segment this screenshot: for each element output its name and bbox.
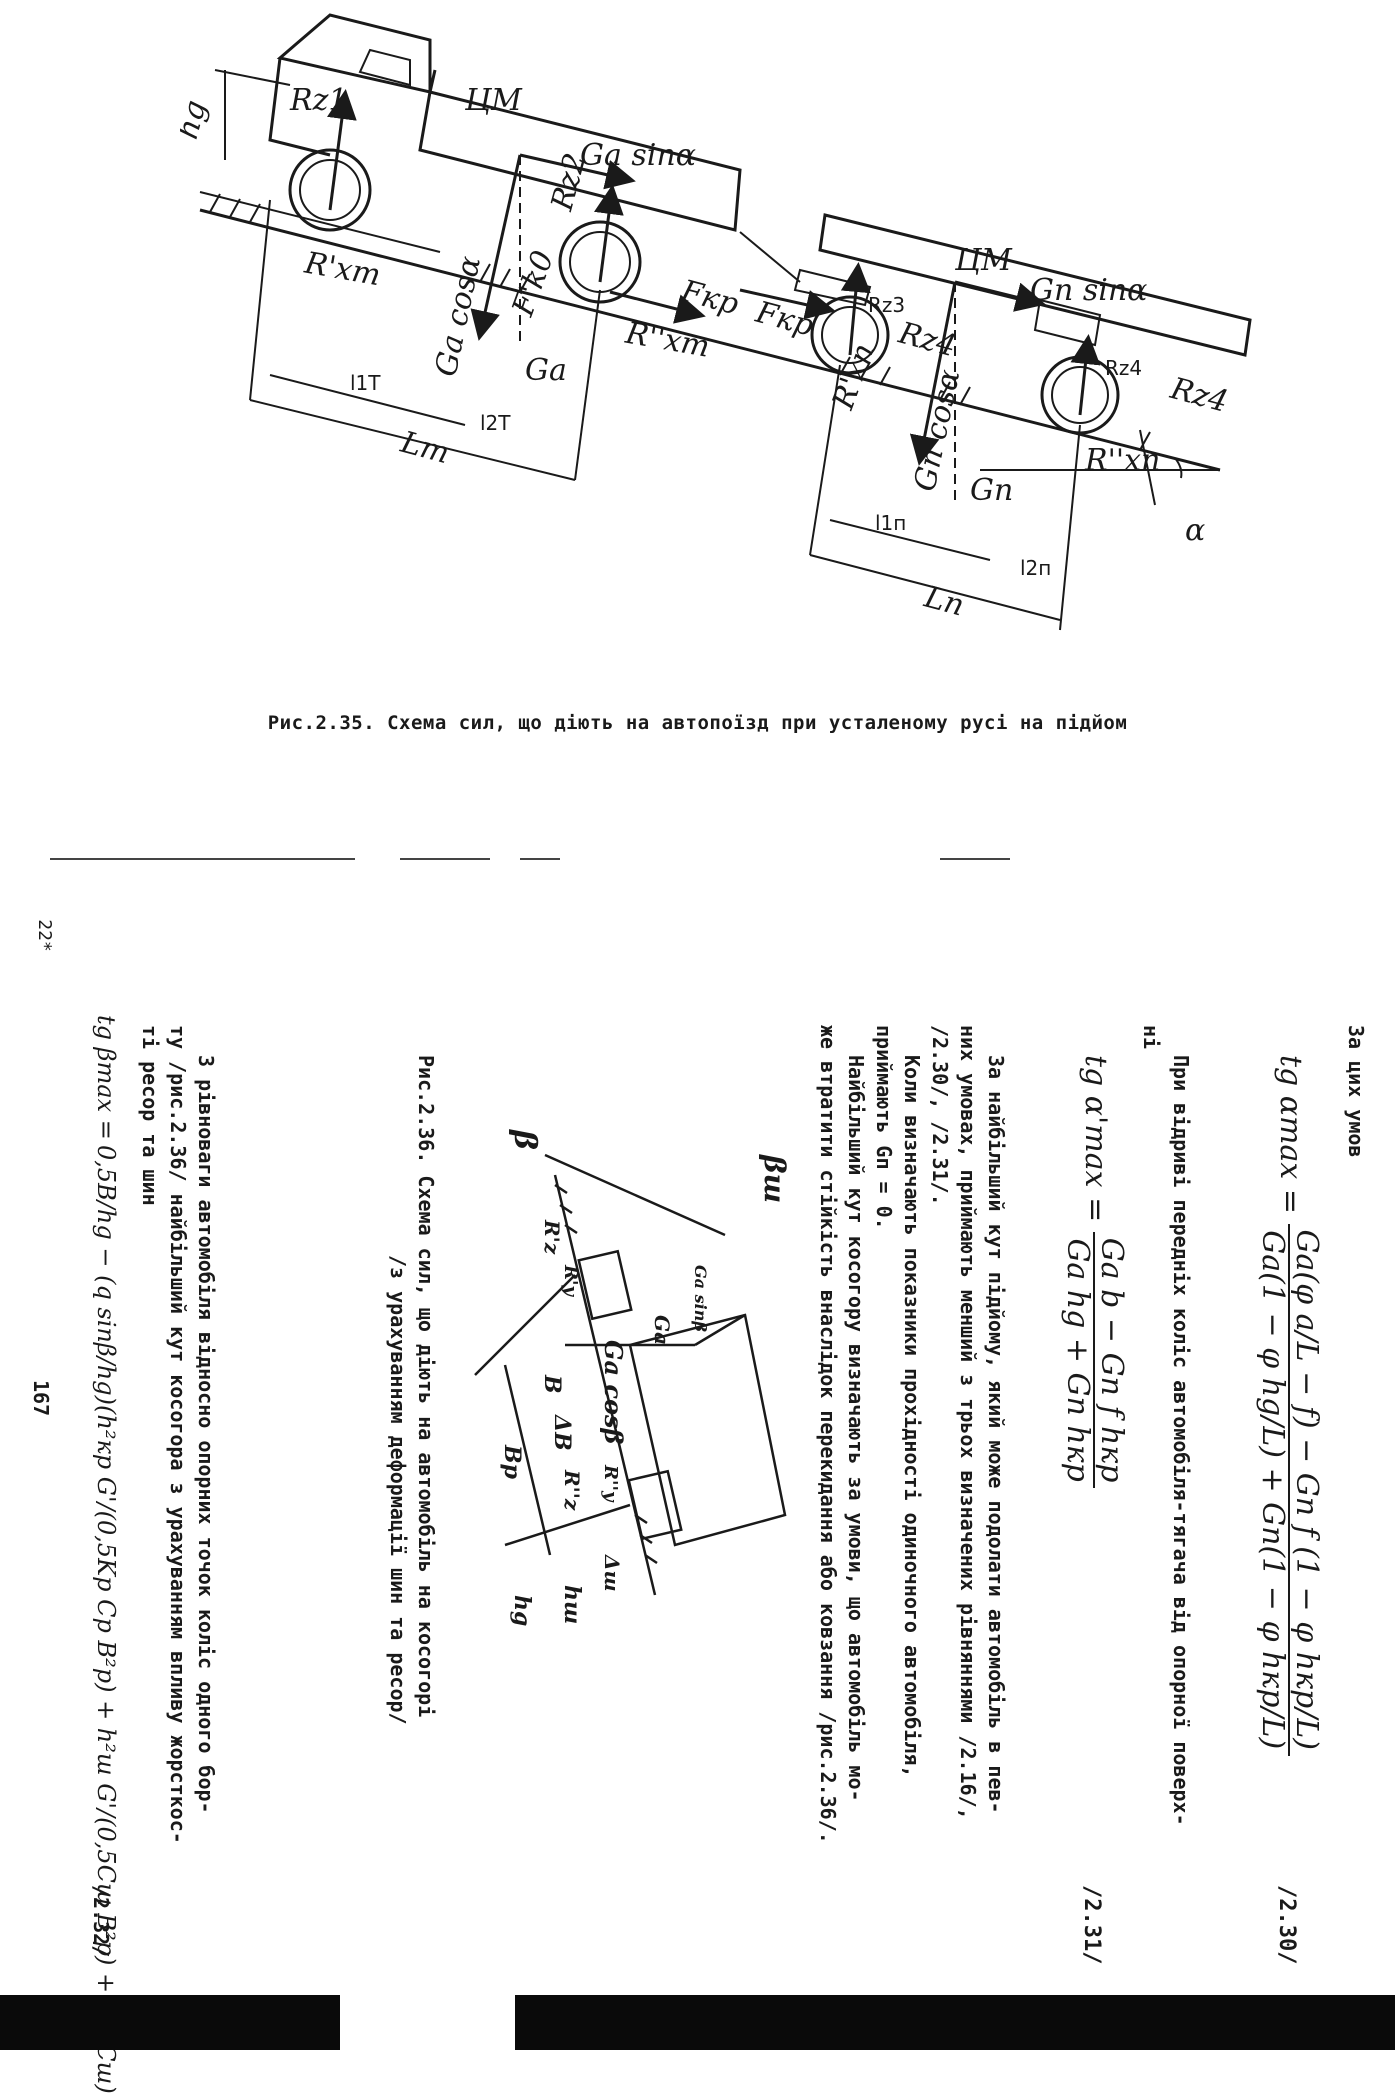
scan-bar-left	[0, 1995, 340, 2050]
figure1-caption: Рис.2.35. Схема сил, що діють на автопої…	[267, 712, 1128, 734]
truck-cab	[268, 13, 432, 157]
sheet-mark: 22*	[33, 919, 55, 952]
label-Rz4-a: Rz4	[894, 315, 960, 364]
label-l1n: l1п	[875, 511, 906, 535]
label-l2T: l2T	[480, 411, 511, 435]
paragraph-single-1: Коли визначають показники прохідності од…	[900, 1055, 924, 1778]
fig2-label-Bp: Bр	[499, 1444, 525, 1480]
rotated-text-block-2: З рівноваги автомобіля відносно опорних …	[0, 995, 240, 2094]
label-cm-truck: ЦМ	[464, 83, 523, 118]
label-Fk0: F'k0	[505, 246, 561, 321]
label-Rx-p2: R''xп	[1084, 443, 1160, 478]
ground-hatching	[209, 193, 1151, 451]
paragraph-equilibrium-2: ту /рис.2.36/ найбільший кут косогора з …	[166, 1025, 190, 1844]
label-cm-trailer: ЦМ	[954, 243, 1013, 278]
paragraph-equilibrium-3: ті ресор та шин	[138, 1025, 162, 1206]
equation-2-31-number: /2.31/	[1079, 1885, 1104, 1965]
fig2-label-Ga: Ga	[650, 1315, 674, 1345]
label-Rz4-c: Rz4	[1166, 371, 1232, 420]
label-Rz4-b: Rz4	[1105, 356, 1142, 380]
paragraph-slope-2: же втратити стійкість внаслідок перекида…	[816, 1025, 840, 1844]
label-alpha: α	[1185, 513, 1205, 548]
fig2-label-Rz2: R''z	[560, 1469, 584, 1511]
label-Ga: Ga	[525, 353, 567, 388]
label-Rz1: Rz1	[289, 83, 347, 118]
fig2-label-B: B	[539, 1374, 565, 1394]
equation-2-32-number: /2.32/	[89, 1885, 113, 1958]
truck-body	[418, 90, 742, 232]
fig2-label-Ga-sin: Ga sinβ	[691, 1265, 710, 1332]
equation-2-32-lhs: tg βmax =	[92, 1015, 120, 1140]
label-l1T: l1T	[350, 371, 381, 395]
figure2-caption-1: Рис.2.36. Схема сил, що діють на автомоб…	[414, 1055, 438, 1718]
label-Rx-p1: R'xп	[826, 339, 882, 415]
paragraph-max-1: За найбільший кут підйому, який може под…	[984, 1055, 1008, 1814]
fig2-label-hg: hg	[509, 1595, 535, 1626]
paragraph-max-3: /2.30/, /2.31/.	[928, 1025, 952, 1206]
fig2-label-beta-sh: βш	[758, 1154, 791, 1203]
truck-front-wheel	[288, 148, 372, 232]
fig2-label-hsh: hш	[559, 1585, 585, 1624]
trailer-front-wheel	[810, 295, 890, 375]
paragraph-equilibrium-1: З рівноваги автомобіля відносно опорних …	[194, 1055, 218, 1814]
figure2-caption-2: /з урахуванням деформації шин та ресор/	[386, 1255, 410, 1725]
fig2-label-dsh: Δш	[600, 1554, 624, 1592]
label-Rx-t2: R''xт	[622, 316, 712, 365]
fig2-label-Ry2: R''y	[600, 1464, 621, 1503]
rotated-text-block: За цих умов tg αmax = Ga(φ a/L − f) − Gп…	[185, 995, 1395, 1995]
figure-slope-forces: βш β Ga sinβ Ga Ga cosβ R'z R'y R''y R''…	[474, 1129, 791, 1626]
intro-text: За цих умов	[1344, 1025, 1368, 1158]
paragraph-single-2: приймають Gп = 0.	[872, 1025, 896, 1230]
label-Ga-sin: Ga sinα	[580, 138, 696, 173]
fig2-label-beta: β	[507, 1129, 542, 1150]
equation-2-30: tg αmax = Ga(φ a/L − f) − Gп f (1 − φ hк…	[1255, 1055, 1324, 1756]
paragraph-detach-2: ні	[1139, 1025, 1163, 1050]
figure-road-train-forces: hg Rz1 ЦМ Ga sinα Rz2 R'xт Ga cosα F'k0 …	[180, 13, 1252, 631]
paragraph-slope-1: Найбільший кут косогору визначають за ум…	[844, 1055, 868, 1802]
label-l2n: l2п	[1020, 556, 1051, 580]
label-Fkp-2: Fкр	[751, 295, 817, 344]
road-surface-line	[199, 208, 1221, 472]
divider-rule	[50, 858, 355, 860]
label-Rz3: Rz3	[868, 293, 905, 317]
label-Rz2: Rz2	[544, 150, 593, 216]
label-Gn-cos: Gп cosα	[908, 367, 968, 495]
trailer-body	[818, 213, 1252, 357]
label-Gn-sin: Gп sinα	[1030, 273, 1147, 308]
truck-rear-wheel	[558, 220, 642, 304]
label-Fkp-1: Fкр	[676, 273, 742, 322]
fig2-label-dB: ΔB	[549, 1414, 575, 1451]
paragraph-detach: При відриві передніх коліс автомобіля-тя…	[1169, 1055, 1193, 1826]
scan-bar-right	[515, 1995, 1395, 2050]
fig2-label-Rz1: R'z	[540, 1219, 564, 1255]
label-LT: Lт	[396, 425, 453, 472]
page-number: 167	[29, 1380, 53, 1417]
label-Gn: Gп	[970, 473, 1013, 508]
fig2-label-Ga-cos: Ga cosβ	[599, 1340, 628, 1445]
paragraph-max-2: них умовах, приймають менший з трьох виз…	[956, 1025, 980, 1820]
fig2-label-Ry: R'y	[560, 1264, 581, 1297]
label-hg: hg	[180, 97, 214, 143]
equation-2-30-number: /2.30/	[1274, 1885, 1299, 1965]
